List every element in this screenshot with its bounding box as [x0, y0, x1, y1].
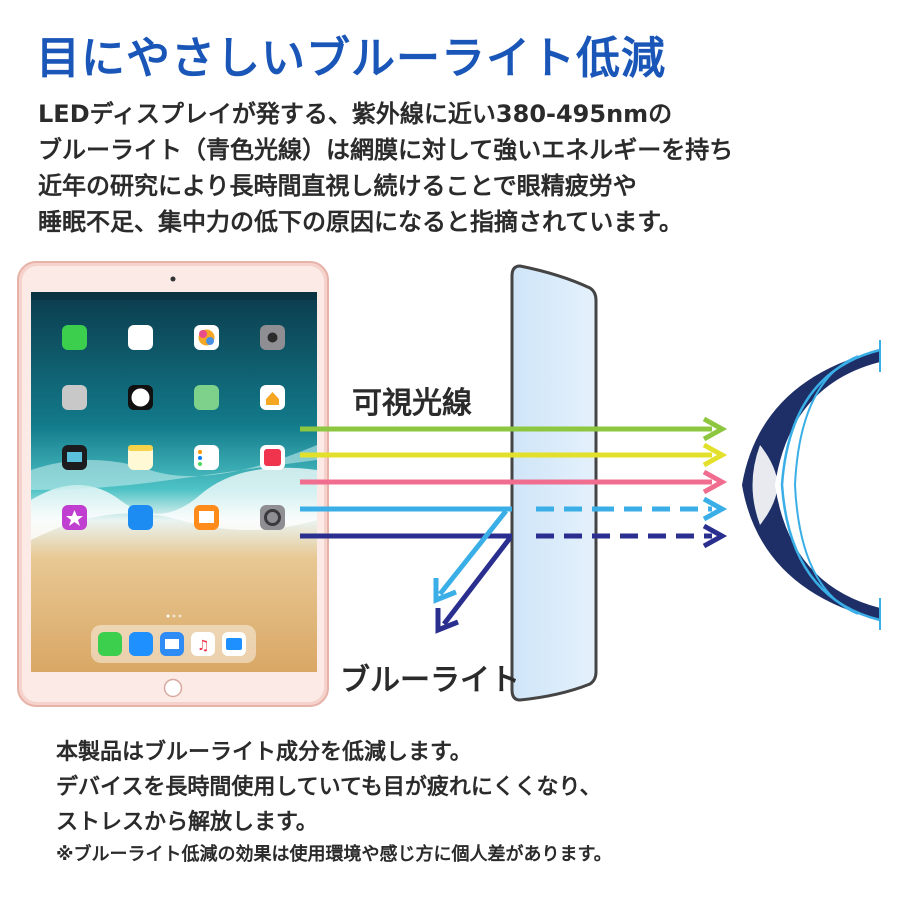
outro-text: 本製品はブルーライト成分を低減します。 デバイスを長時間使用していても目が疲れに… — [56, 735, 876, 870]
settings-app-icon — [260, 505, 285, 530]
visible-light-label: 可視光線 — [352, 386, 472, 421]
blue-light-label: ブルーライト — [340, 663, 520, 698]
outro-line: デバイスを長時間使用していても目が疲れにくくなり、 — [56, 775, 602, 800]
tablet-illustration: ♫ — [17, 261, 329, 707]
facetime-app-icon — [62, 325, 87, 350]
messages-app-icon — [98, 632, 122, 656]
contacts-app-icon — [62, 385, 87, 410]
safari-app-icon — [129, 632, 153, 656]
visible-light-arrows — [300, 416, 728, 495]
intro-line: ブルーライト（青色光線）は網膜に対して強いエネルギーを持ち — [38, 136, 734, 164]
calendar-app-icon — [128, 325, 153, 350]
blue-light-arrows — [300, 496, 728, 634]
intro-line: LEDディスプレイが発する、紫外線に近い380-495nmの — [38, 100, 673, 128]
maps-app-icon — [194, 385, 219, 410]
outro-line: ストレスから解放します。 — [56, 810, 318, 835]
svg-text:♫: ♫ — [197, 638, 210, 654]
eye-illustration — [738, 340, 881, 630]
disclaimer-note: ※ブルーライト低減の効果は使用環境や感じ方に個人差があります。 — [56, 844, 612, 865]
front-camera-icon — [170, 276, 176, 282]
outro-line: 本製品はブルーライト成分を低減します。 — [56, 740, 472, 765]
home-button — [163, 678, 183, 698]
blue-light-diagram: ♫ — [17, 261, 881, 707]
page-title: 目にやさしいブルーライト低減 — [36, 33, 666, 84]
intro-line: 睡眠不足、集中力の低下の原因になると指摘されています。 — [38, 208, 683, 236]
app-icons — [62, 325, 285, 530]
intro-line: 近年の研究により長時間直視し続けることで眼精疲労や — [38, 172, 637, 200]
reminders-app-icon — [194, 445, 219, 470]
notes-app-icon — [128, 445, 153, 470]
music-app-icon — [191, 632, 215, 656]
intro-text: LEDディスプレイが発する、紫外線に近い380-495nmの ブルーライト（青色… — [38, 96, 878, 240]
app-store-app-icon — [128, 505, 153, 530]
